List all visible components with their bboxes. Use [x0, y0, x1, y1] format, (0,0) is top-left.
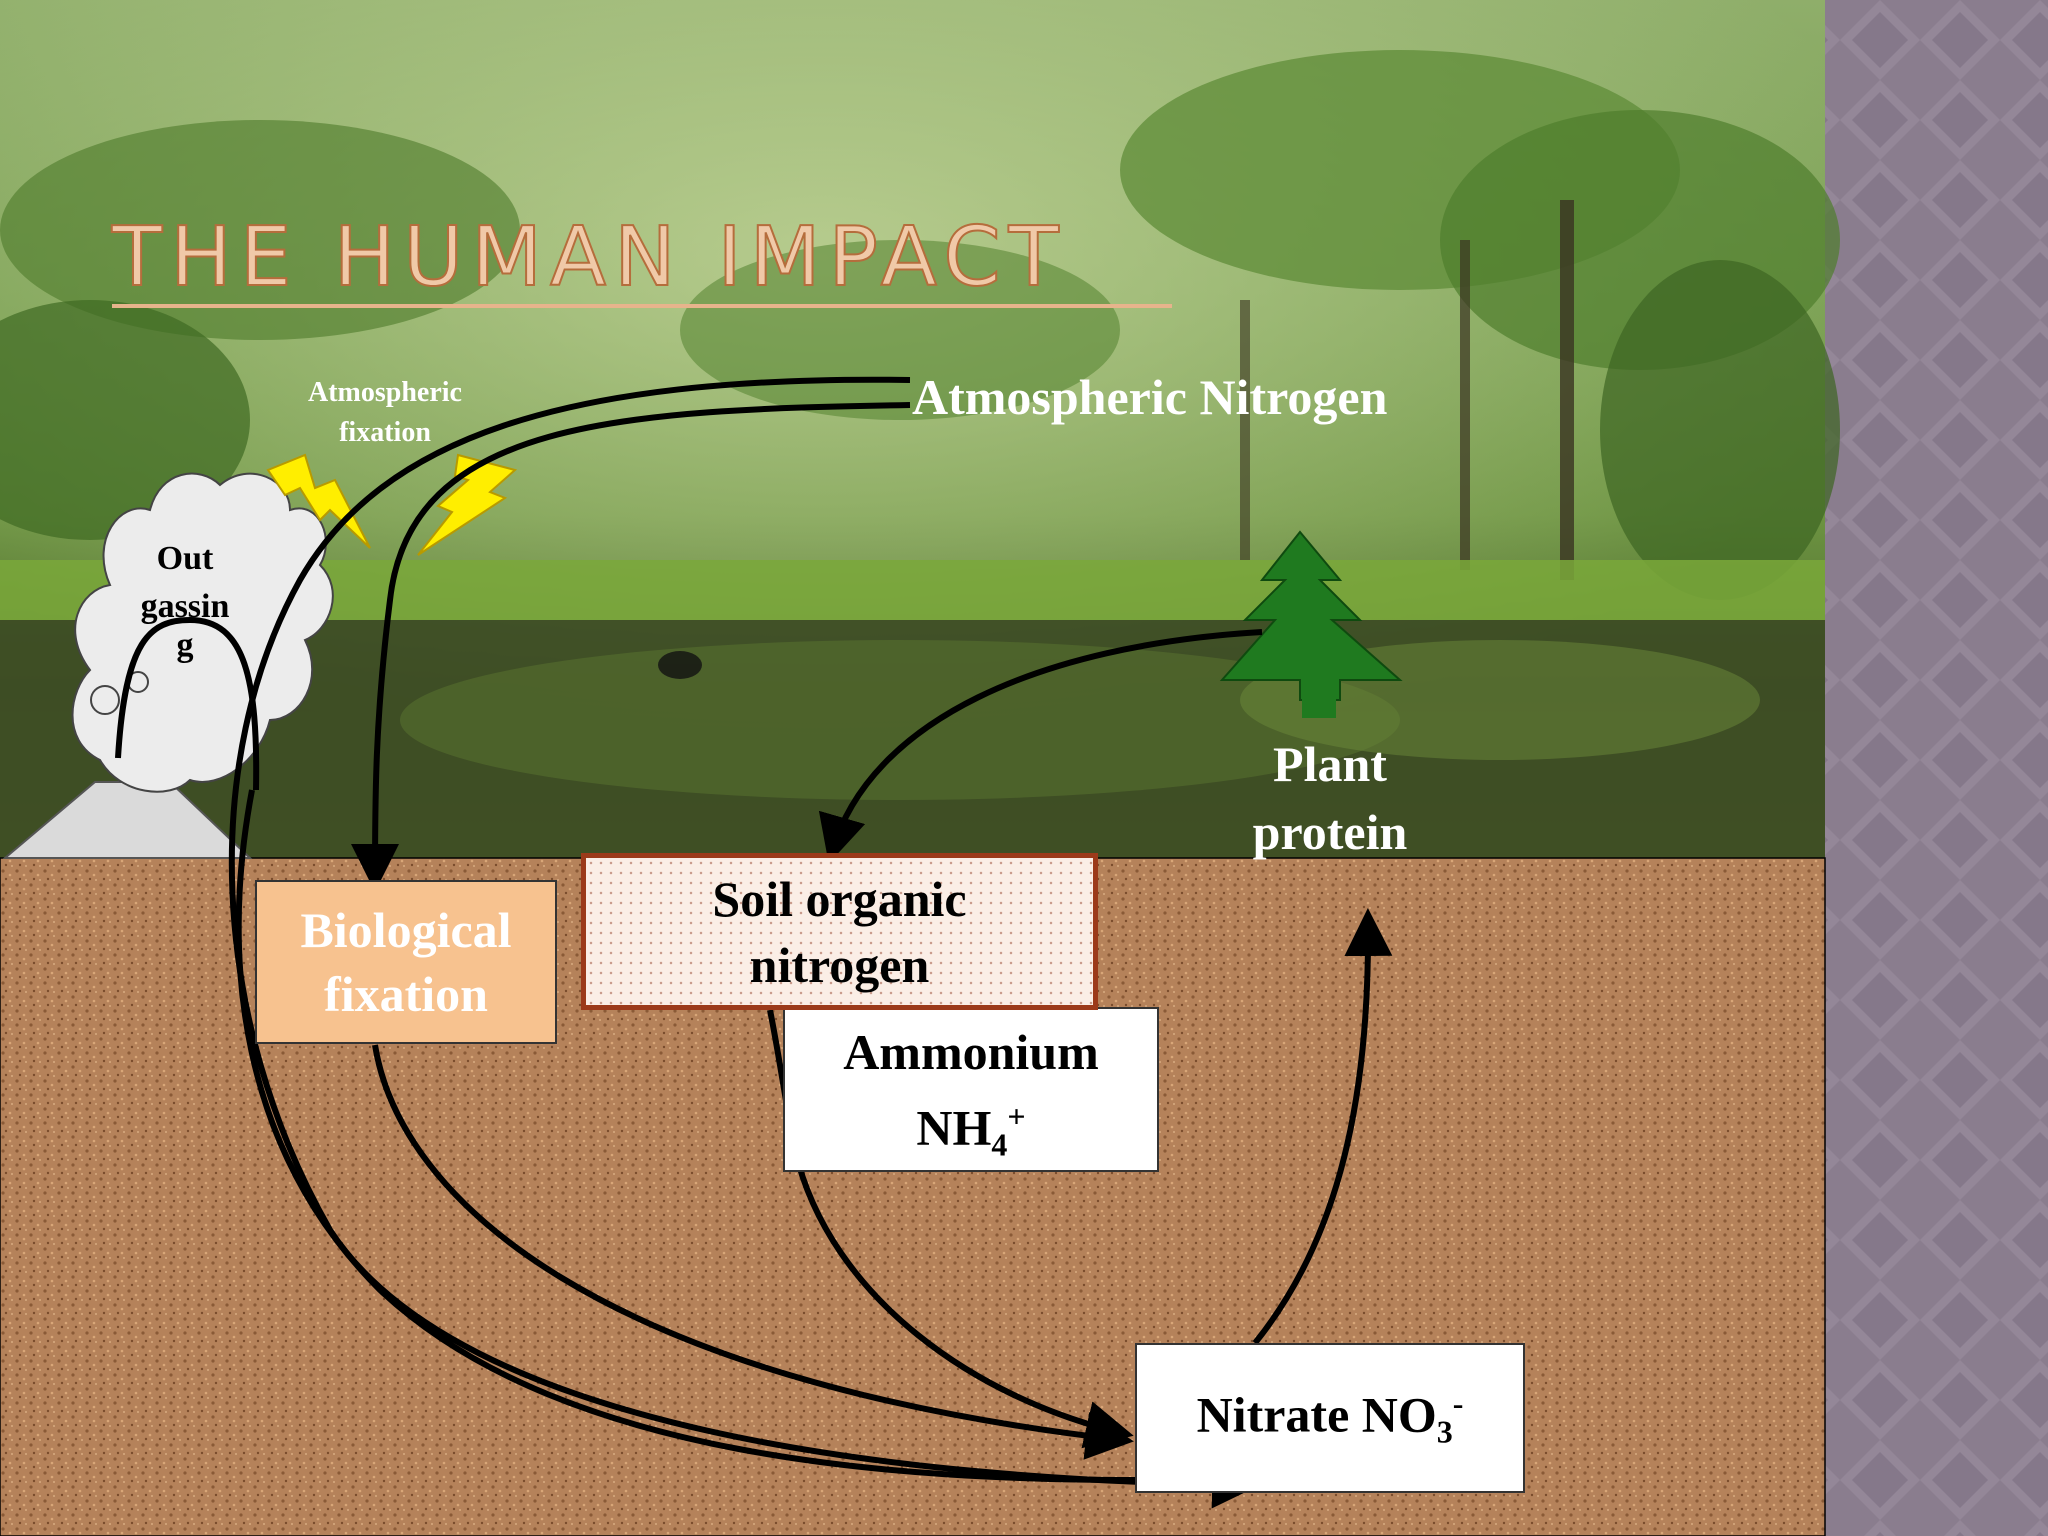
ammonium-subscript: 4: [991, 1126, 1008, 1163]
arrow-soil-to-nitrate: [767, 1009, 1134, 1449]
arrow-bio-to-nitrate: [372, 1044, 1134, 1460]
plant-protein-label: Plant protein: [1210, 730, 1450, 866]
outgassing-line1: Out: [156, 540, 214, 577]
tree-icon: [1219, 530, 1403, 718]
atmospheric-fixation-line2: fixation: [339, 417, 431, 448]
atmospheric-fixation-line1: Atmospheric: [308, 377, 462, 408]
ammonium-superscript: +: [1007, 1098, 1026, 1135]
lightning-icon: [266, 453, 371, 549]
arrow-plant-to-soil: [818, 629, 1263, 864]
ammonium-formula: NH4+: [916, 1084, 1025, 1177]
outgassing-line3: g: [176, 627, 194, 664]
biological-fixation-line2: fixation: [324, 966, 488, 1022]
ammonium-box: Ammonium NH4+: [783, 1007, 1159, 1172]
plant-protein-line2: protein: [1252, 804, 1408, 860]
soil-organic-line2: nitrogen: [749, 936, 930, 993]
soil-organic-line1: Soil organic: [712, 870, 967, 927]
plant-protein-line1: Plant: [1273, 736, 1387, 792]
nitrate-subscript: 3: [1436, 1413, 1453, 1450]
atmospheric-nitrogen-label: Atmospheric Nitrogen: [912, 369, 1388, 425]
nitrate-text: Nitrate NO: [1196, 1386, 1437, 1443]
arrow-nitrate-to-plant: [1252, 908, 1393, 1345]
cycle-arrows: [115, 376, 1393, 1509]
arrow-outgas-to-nitrate: [235, 789, 1141, 1483]
page-title: The Human Impact: [111, 211, 1172, 308]
nitrate-box: Nitrate NO3-: [1135, 1343, 1525, 1493]
arrow-atm-to-bio: [351, 402, 911, 892]
nitrate-superscript: -: [1452, 1385, 1464, 1422]
ammonium-formula-base: NH: [916, 1099, 992, 1156]
side-panel: [1825, 0, 2048, 1536]
outgassing-label: Out gassin g: [115, 535, 255, 664]
soil-organic-nitrogen-box: Soil organic nitrogen: [581, 853, 1098, 1010]
biological-fixation-line1: Biological: [300, 902, 512, 958]
atmospheric-fixation-label: Atmospheric fixation: [285, 373, 485, 453]
outgassing-line2: gassin: [140, 588, 230, 625]
nitrate-formula: Nitrate NO3-: [1197, 1385, 1464, 1451]
ammonium-line1: Ammonium: [843, 1024, 1099, 1081]
biological-fixation-box: Biological fixation: [255, 880, 557, 1044]
